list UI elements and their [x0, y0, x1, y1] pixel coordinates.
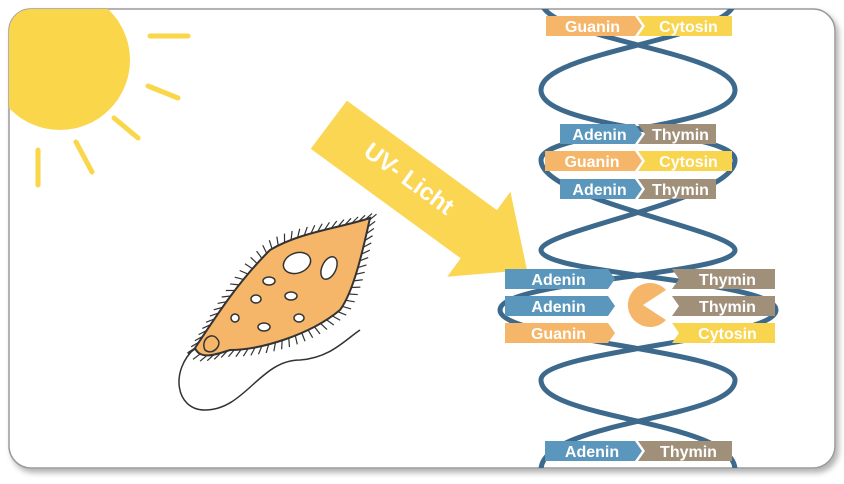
base-label-right: Thymin	[699, 272, 756, 289]
base-adenin	[505, 269, 615, 289]
dna-double-helix	[497, 9, 779, 468]
base-pair: Adenin Thymin	[545, 441, 732, 461]
base-adenin	[545, 441, 642, 461]
base-guanin	[546, 16, 642, 36]
dna-damage-icon	[627, 283, 666, 328]
base-pair: Adenin Thymin	[560, 179, 716, 199]
base-label-left: Adenin	[565, 444, 619, 461]
base-guanin	[545, 151, 642, 171]
dna-strand-b	[538, 9, 779, 468]
base-label-right: Cytosin	[659, 19, 718, 36]
base-pair: Guanin Cytosin	[545, 151, 732, 171]
base-label-left: Guanin	[565, 19, 620, 36]
base-label-left: Guanin	[564, 154, 619, 171]
base-label-right: Cytosin	[698, 326, 757, 343]
base-thymin	[638, 441, 732, 461]
base-label-right: Thymin	[652, 182, 709, 199]
base-label-left: Guanin	[531, 326, 586, 343]
base-label-left: Adenin	[531, 299, 585, 316]
base-adenin	[560, 124, 642, 144]
base-thymin	[672, 296, 775, 316]
base-cytosin	[638, 16, 732, 36]
base-adenin	[505, 296, 615, 316]
base-thymin	[672, 269, 775, 289]
base-label-right: Cytosin	[659, 154, 718, 171]
base-adenin	[560, 179, 642, 199]
base-pair: Adenin Thymin	[505, 296, 775, 316]
base-pair: Adenin Thymin	[505, 269, 775, 289]
base-cytosin	[672, 323, 775, 343]
base-label-right: Thymin	[699, 299, 756, 316]
base-label-left: Adenin	[572, 127, 626, 144]
sun-icon	[9, 9, 191, 188]
base-label-left: Adenin	[531, 272, 585, 289]
base-label-right: Thymin	[660, 444, 717, 461]
base-pair: Adenin Thymin	[560, 124, 716, 144]
base-thymin	[638, 124, 716, 144]
base-pair: Guanin Cytosin	[505, 323, 775, 343]
base-pair: Guanin Cytosin	[546, 16, 732, 36]
paramecium-icon	[178, 213, 377, 411]
base-label-left: Adenin	[572, 182, 626, 199]
base-thymin	[638, 179, 716, 199]
base-guanin	[505, 323, 615, 343]
base-cytosin	[638, 151, 732, 171]
base-label-right: Thymin	[652, 127, 709, 144]
dna-strand-a	[497, 9, 738, 468]
